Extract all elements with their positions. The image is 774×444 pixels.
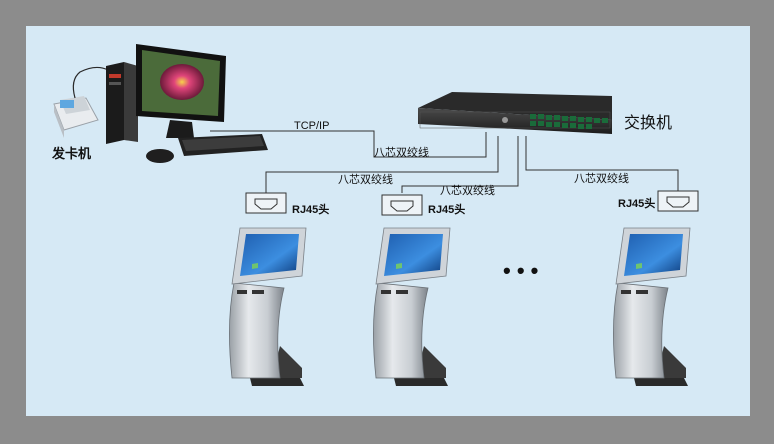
rj45-connector-3 <box>657 190 699 212</box>
cable-label-1: 八芯双绞线 <box>338 172 393 186</box>
ellipsis-dots: • • • <box>503 258 538 283</box>
network-switch <box>418 92 612 134</box>
flower-wallpaper <box>160 64 204 100</box>
pc-tower <box>106 62 138 144</box>
kiosk-terminal-2 <box>372 227 451 387</box>
rj45-label-3: RJ45头 <box>618 196 655 210</box>
card-issuer-label: 发卡机 <box>51 146 91 161</box>
cable-label-main: 八芯双绞线 <box>374 145 429 159</box>
monitor <box>136 44 226 138</box>
cables <box>210 130 679 193</box>
switch-label: 交换机 <box>624 114 672 132</box>
kiosk-terminal-3 <box>612 227 691 387</box>
cable-label-2: 八芯双绞线 <box>440 183 495 197</box>
keyboard-and-mouse <box>146 134 268 163</box>
rj45-connector-2 <box>381 194 423 216</box>
kiosk-terminal-1 <box>228 227 307 387</box>
rj45-label-2: RJ45头 <box>428 202 465 216</box>
cable-kiosk-2 <box>401 136 519 193</box>
protocol-label: TCP/IP <box>294 120 329 132</box>
rj45-connector-1 <box>245 192 287 214</box>
cable-kiosk-3 <box>525 136 679 193</box>
cable-kiosk-1 <box>265 136 499 193</box>
mouse <box>146 149 174 163</box>
rj45-label-1: RJ45头 <box>292 202 329 216</box>
card-issuer-device <box>53 66 109 138</box>
cable-pc-switch <box>210 130 487 158</box>
cable-label-3: 八芯双绞线 <box>574 171 629 185</box>
